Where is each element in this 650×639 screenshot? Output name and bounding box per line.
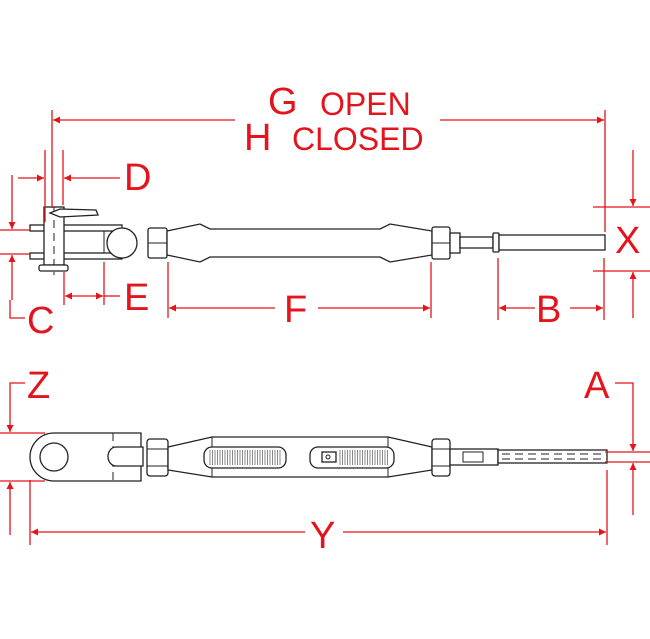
label-e: E xyxy=(124,277,149,319)
top-view: G OPEN H CLOSED D C E F B xyxy=(0,81,650,342)
label-b: B xyxy=(536,289,561,331)
label-x: X xyxy=(615,220,640,262)
label-closed: CLOSED xyxy=(292,121,424,157)
hex-nut-right-side xyxy=(431,438,451,477)
pin-head xyxy=(38,264,69,272)
eye-tongue xyxy=(107,446,144,467)
hex-nut-left-side xyxy=(146,438,169,477)
swage-terminal xyxy=(459,236,494,249)
wire-rod xyxy=(498,234,606,251)
lock-tab xyxy=(321,451,337,463)
label-d: D xyxy=(124,157,151,199)
swage-terminal-side xyxy=(449,448,499,466)
label-open: OPEN xyxy=(320,86,411,122)
label-y: Y xyxy=(310,515,335,557)
label-g: G xyxy=(268,81,298,123)
eye-ring xyxy=(106,227,138,259)
label-h: H xyxy=(244,117,271,159)
wire-rod-side xyxy=(497,449,608,464)
eye-hole xyxy=(39,442,69,472)
label-a: A xyxy=(584,365,610,407)
label-f: F xyxy=(284,289,307,331)
turnbuckle-body xyxy=(166,223,433,263)
label-c: C xyxy=(27,300,54,342)
label-z: Z xyxy=(27,365,50,407)
side-view: Z A Y xyxy=(0,365,650,557)
terminal-collar xyxy=(492,232,500,253)
terminal-slot xyxy=(462,451,484,463)
thread-hatching xyxy=(209,450,388,465)
cotter-pin xyxy=(48,208,99,218)
terminal-neck xyxy=(449,232,461,254)
